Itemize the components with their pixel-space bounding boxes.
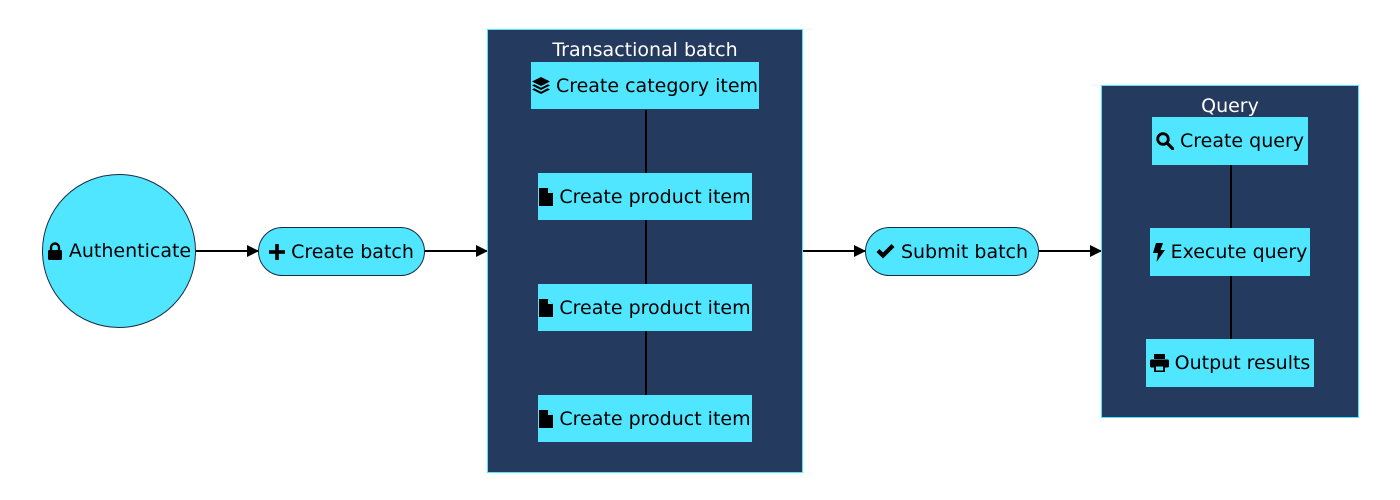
execute-query-node[interactable]: Execute query <box>1150 228 1310 276</box>
layers-icon <box>531 77 550 94</box>
query-connectors <box>1230 165 1232 339</box>
create-query-node[interactable]: Create query <box>1152 117 1308 165</box>
search-icon <box>1156 132 1174 150</box>
create-batch-label: Create batch <box>291 240 414 263</box>
create-query-label: Create query <box>1179 130 1305 152</box>
query-title: Query <box>1201 95 1259 117</box>
create-product-item-label: Create product item <box>559 407 751 430</box>
execute-query-label: Execute query <box>1170 241 1308 263</box>
create-category-item-node[interactable]: Create category item <box>531 62 759 109</box>
create-product-item-label: Create product item <box>559 185 751 208</box>
query-cluster: Query Create query Execute query Output … <box>1101 85 1359 418</box>
authenticate-node[interactable]: Authenticate <box>42 174 196 328</box>
create-product-item-node[interactable]: Create product item <box>538 173 752 220</box>
print-icon <box>1149 354 1169 372</box>
lock-icon <box>47 242 63 260</box>
file-icon <box>539 409 554 428</box>
transactional-batch-title: Transactional batch <box>552 39 738 61</box>
create-category-item-label: Create category item <box>555 74 759 97</box>
create-batch-node[interactable]: Create batch <box>258 227 425 276</box>
output-results-label: Output results <box>1174 352 1311 374</box>
transactional-batch-cluster: Transactional batch Create category item… <box>487 29 803 473</box>
plus-icon <box>269 243 286 260</box>
file-icon <box>539 298 554 317</box>
create-product-item-node[interactable]: Create product item <box>538 395 752 442</box>
create-product-item-node[interactable]: Create product item <box>538 284 752 331</box>
file-icon <box>539 187 554 206</box>
bolt-icon <box>1152 242 1165 262</box>
transactional-batch-connectors <box>645 110 647 396</box>
submit-batch-label: Submit batch <box>900 240 1029 263</box>
output-results-node[interactable]: Output results <box>1146 339 1314 387</box>
submit-batch-node[interactable]: Submit batch <box>865 227 1039 276</box>
check-icon <box>876 244 895 259</box>
create-product-item-label: Create product item <box>559 296 751 319</box>
authenticate-label: Authenticate <box>68 240 192 262</box>
